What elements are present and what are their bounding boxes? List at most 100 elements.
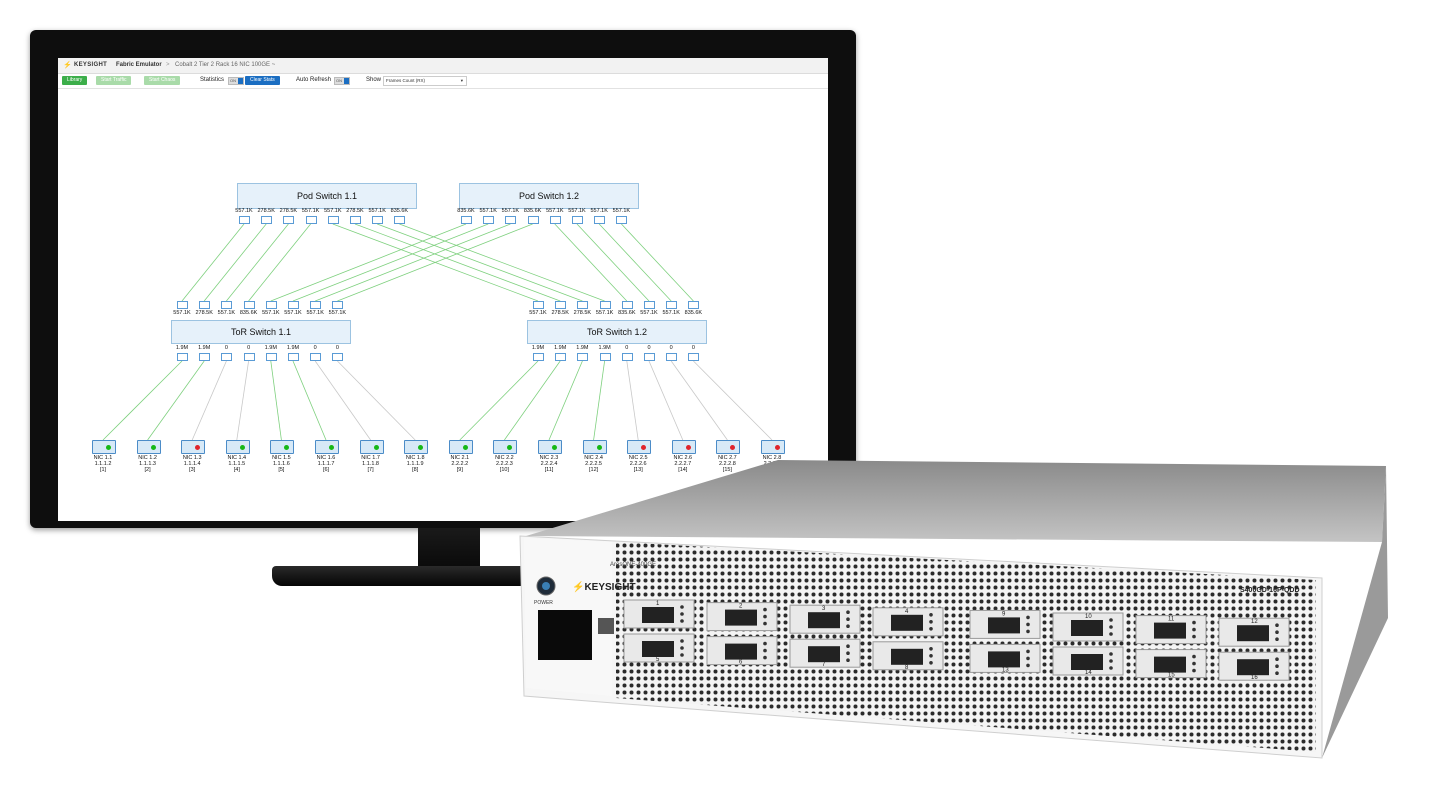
qsfp-port[interactable] xyxy=(1154,622,1186,639)
qsfp-port[interactable] xyxy=(988,617,1020,634)
tor-switch-2[interactable]: ToR Switch 1.2 xyxy=(527,320,707,344)
switch-port[interactable] xyxy=(288,301,299,309)
switch-port[interactable] xyxy=(243,301,255,309)
switch-port[interactable] xyxy=(350,216,361,224)
nic-device[interactable] xyxy=(493,440,518,454)
title-bar: ⚡ KEYSIGHT Fabric Emulator > Cobalt 2 Ti… xyxy=(58,58,828,74)
port-led-icon xyxy=(1275,637,1279,641)
nic-device[interactable] xyxy=(448,440,473,454)
switch-port[interactable] xyxy=(666,353,678,361)
nic-device[interactable] xyxy=(315,440,339,454)
switch-port[interactable] xyxy=(483,216,495,224)
switch-port[interactable] xyxy=(688,301,700,309)
switch-port[interactable] xyxy=(305,216,317,224)
qsfp-port[interactable] xyxy=(642,641,674,657)
switch-port[interactable] xyxy=(666,301,678,309)
switch-port[interactable] xyxy=(533,301,544,309)
nic-device[interactable] xyxy=(181,440,206,454)
switch-port[interactable] xyxy=(394,216,406,224)
switch-port[interactable] xyxy=(644,353,655,361)
switch-port[interactable] xyxy=(327,216,339,224)
breadcrumb-config-selector[interactable]: Cobalt 2 Tier 2 Rack 16 NIC 100GE ~ xyxy=(175,62,276,68)
switch-port[interactable] xyxy=(265,353,277,361)
switch-port[interactable] xyxy=(577,301,589,309)
nic-device[interactable] xyxy=(92,440,116,454)
qsfp-port[interactable] xyxy=(891,648,923,665)
switch-port[interactable] xyxy=(621,301,633,309)
pod-switch-2[interactable]: Pod Switch 1.2 xyxy=(459,183,639,209)
switch-port[interactable] xyxy=(199,301,211,309)
qsfp-port[interactable] xyxy=(1071,654,1103,670)
toolbar: Library Start Traffic Start Chaos Statis… xyxy=(58,74,828,89)
fabric-link xyxy=(292,223,489,302)
switch-port[interactable] xyxy=(621,353,633,361)
nic-device[interactable] xyxy=(761,440,785,454)
switch-port[interactable] xyxy=(310,353,322,361)
switch-port[interactable] xyxy=(616,216,628,224)
show-metric-select[interactable]: Frames Count (RX)▾ xyxy=(383,76,467,86)
auto-refresh-toggle[interactable]: ON xyxy=(334,77,350,85)
nic-device[interactable] xyxy=(716,440,741,454)
qsfp-port[interactable] xyxy=(1237,625,1269,642)
switch-port[interactable] xyxy=(527,216,539,224)
nic-device[interactable] xyxy=(225,440,250,454)
switch-port[interactable] xyxy=(461,216,472,224)
nic-device[interactable] xyxy=(359,440,384,454)
model-label: AresONE-400GE xyxy=(610,562,657,568)
qsfp-port[interactable] xyxy=(808,646,840,663)
qsfp-port[interactable] xyxy=(808,612,840,629)
switch-port[interactable] xyxy=(572,216,583,224)
switch-port[interactable] xyxy=(599,301,611,309)
switch-port[interactable] xyxy=(288,353,299,361)
switch-port[interactable] xyxy=(221,301,233,309)
qsfp-port[interactable] xyxy=(725,643,757,660)
switch-port[interactable] xyxy=(555,353,567,361)
qsfp-port[interactable] xyxy=(642,607,674,623)
switch-port[interactable] xyxy=(243,353,255,361)
switch-port[interactable] xyxy=(177,301,188,309)
qsfp-port[interactable] xyxy=(891,614,923,631)
switch-port[interactable] xyxy=(555,301,567,309)
switch-port[interactable] xyxy=(577,353,589,361)
switch-port[interactable] xyxy=(177,353,188,361)
qsfp-port[interactable] xyxy=(725,609,757,626)
switch-port[interactable] xyxy=(372,216,384,224)
library-button[interactable]: Library xyxy=(62,76,88,85)
fabric-link xyxy=(554,223,628,302)
switch-port[interactable] xyxy=(199,353,211,361)
switch-port[interactable] xyxy=(644,301,655,309)
nic-device[interactable] xyxy=(671,440,696,454)
qsfp-port[interactable] xyxy=(1071,620,1103,636)
nic-device[interactable] xyxy=(136,440,161,454)
switch-port[interactable] xyxy=(261,216,273,224)
switch-port[interactable] xyxy=(310,301,322,309)
switch-port[interactable] xyxy=(265,301,277,309)
nic-device[interactable] xyxy=(538,440,562,454)
port-led-icon xyxy=(1192,668,1196,673)
statistics-toggle[interactable]: ON xyxy=(228,77,244,85)
switch-port[interactable] xyxy=(283,216,295,224)
nic-device[interactable] xyxy=(270,440,295,454)
tor-switch-1[interactable]: ToR Switch 1.1 xyxy=(171,320,351,344)
switch-port[interactable] xyxy=(332,353,344,361)
pod-switch-1[interactable]: Pod Switch 1.1 xyxy=(237,183,417,209)
qsfp-port[interactable] xyxy=(1154,656,1186,673)
start-traffic-button[interactable]: Start Traffic xyxy=(96,76,132,85)
nic-device[interactable] xyxy=(404,440,429,454)
switch-port[interactable] xyxy=(688,353,700,361)
qsfp-port[interactable] xyxy=(1237,659,1269,676)
switch-port[interactable] xyxy=(332,301,344,309)
nic-device[interactable] xyxy=(627,440,652,454)
switch-port[interactable] xyxy=(599,353,611,361)
switch-port[interactable] xyxy=(505,216,517,224)
switch-port[interactable] xyxy=(533,353,544,361)
clear-stats-button[interactable]: Clear Stats xyxy=(245,76,280,85)
qsfp-port[interactable] xyxy=(988,651,1020,668)
switch-port[interactable] xyxy=(594,216,606,224)
switch-port[interactable] xyxy=(549,216,561,224)
nic-device[interactable] xyxy=(582,440,607,454)
switch-port[interactable] xyxy=(239,216,250,224)
switch-port[interactable] xyxy=(221,353,233,361)
start-chaos-button[interactable]: Start Chaos xyxy=(144,76,181,85)
